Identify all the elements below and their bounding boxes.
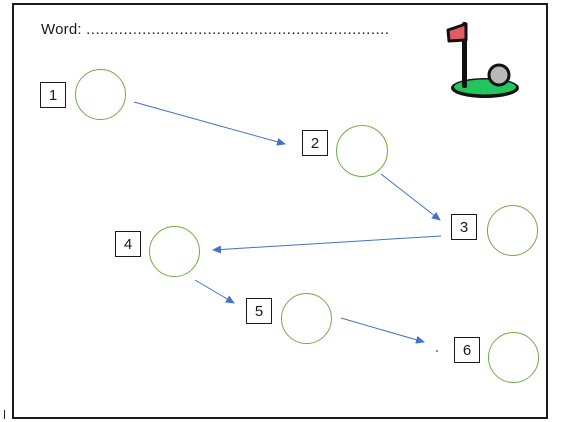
golf-ball: [487, 63, 511, 87]
step-number-4: 4: [115, 231, 141, 257]
arrow-4-to-5: [194, 279, 235, 304]
arrow-5-to-6: [340, 317, 425, 344]
stray-mark: [4, 410, 5, 419]
step-number-3: 3: [451, 214, 477, 240]
letter-circle-2[interactable]: [336, 125, 388, 177]
step-number-1: 1: [40, 82, 66, 108]
arrow-3-to-4: [212, 235, 442, 254]
word-label: Word:: [41, 21, 82, 38]
worksheet-frame: [12, 3, 548, 419]
letter-circle-4[interactable]: [149, 226, 200, 277]
flag-pennant: [446, 22, 468, 43]
step-number-6: 6: [454, 337, 480, 363]
word-blank-line: ........................................…: [86, 21, 388, 38]
letter-circle-5[interactable]: [281, 293, 332, 344]
word-field: Word: ..................................…: [41, 21, 388, 38]
step-number-2: 2: [302, 130, 328, 156]
letter-circle-6[interactable]: [488, 332, 539, 383]
letter-circle-3[interactable]: [487, 205, 538, 256]
letter-circle-1[interactable]: [75, 69, 126, 120]
arrow-1-to-2: [133, 101, 286, 146]
stray-dot: [436, 350, 438, 352]
step-number-5: 5: [246, 298, 272, 324]
arrow-2-to-3: [380, 173, 441, 221]
